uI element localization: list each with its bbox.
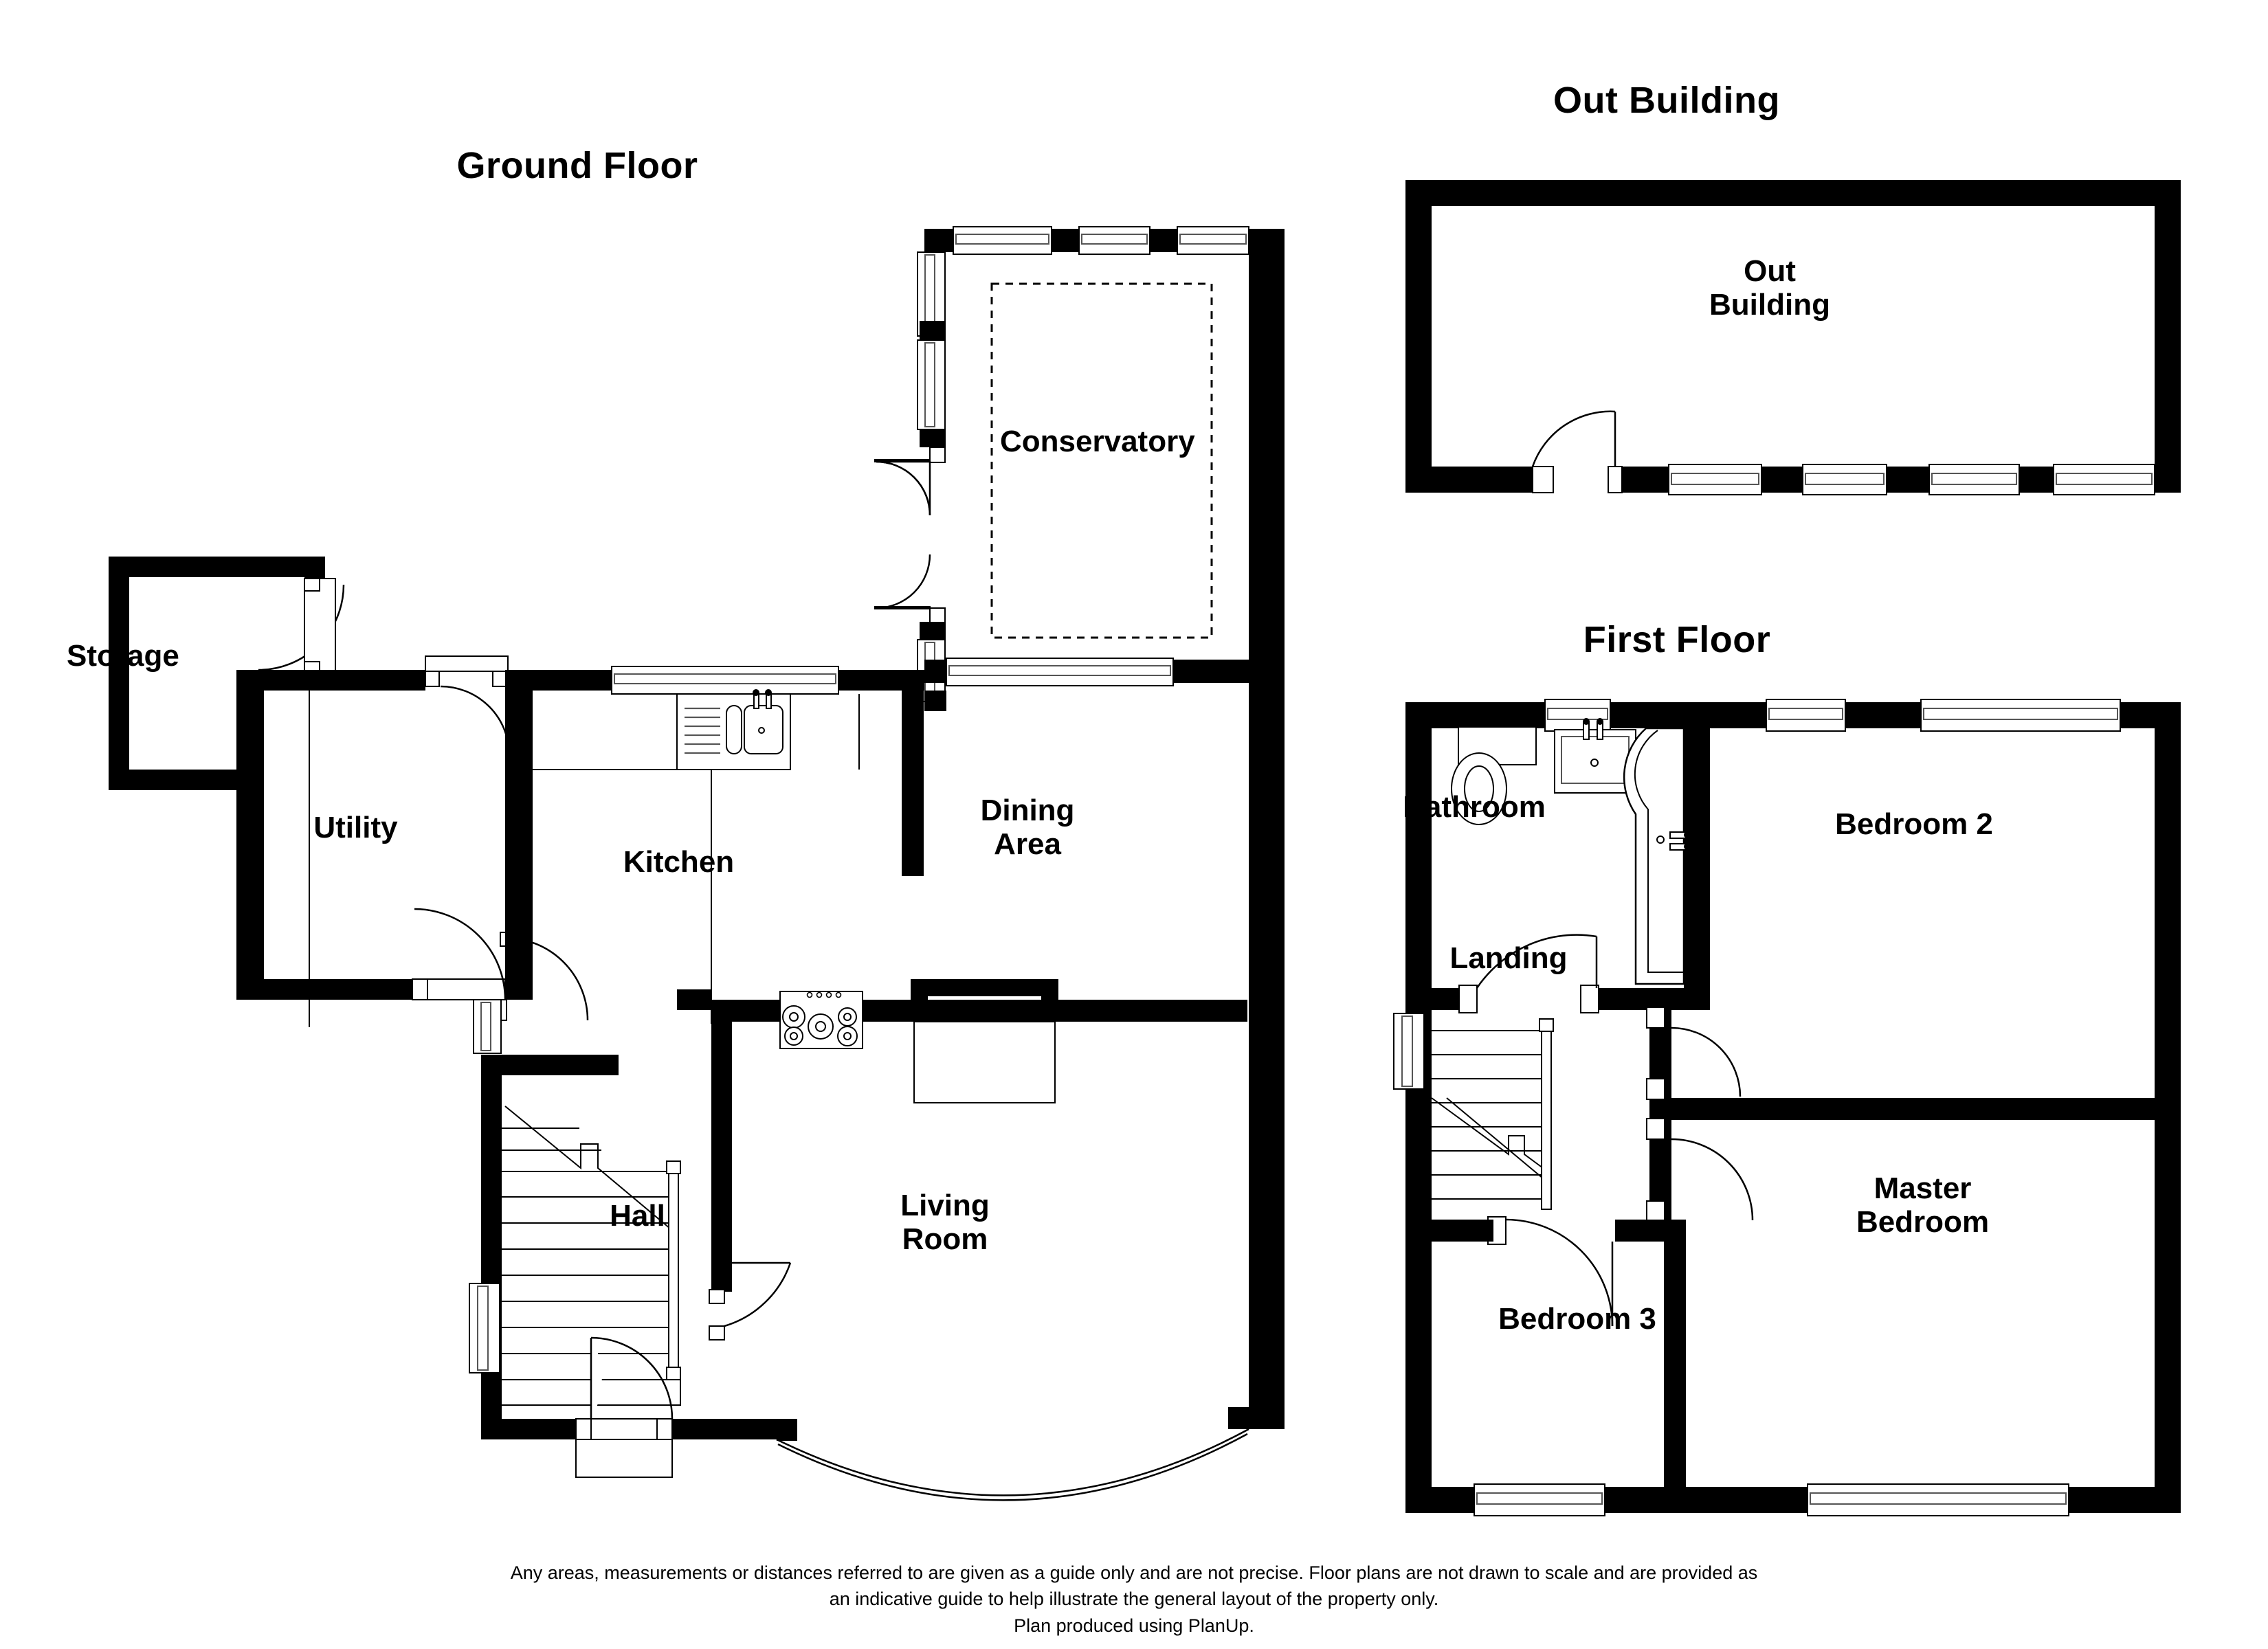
window bbox=[1766, 699, 1846, 732]
outbuilding-right-wall bbox=[2155, 180, 2181, 493]
landing-window bbox=[1393, 1013, 1425, 1090]
window bbox=[1920, 699, 2121, 732]
disclaimer-line-2: an indicative guide to help illustrate t… bbox=[829, 1589, 1439, 1610]
room-label-storage: Storage bbox=[67, 639, 179, 673]
disclaimer-line-3: Plan produced using PlanUp. bbox=[1014, 1615, 1254, 1636]
hall-side-window bbox=[469, 1283, 500, 1373]
bedroom2-master-divider bbox=[1649, 1098, 2181, 1120]
room-label-master-bedroom: Master Bedroom bbox=[1856, 1171, 1990, 1239]
conservatory-walls bbox=[924, 229, 1285, 682]
window bbox=[1177, 226, 1249, 255]
staircase-first bbox=[1431, 1018, 1554, 1210]
outbuilding-left-wall bbox=[1405, 180, 1432, 493]
disclaimer-line-1: Any areas, measurements or distances ref… bbox=[510, 1562, 1758, 1583]
room-label-bedroom-2: Bedroom 2 bbox=[1835, 807, 1993, 841]
room-label-utility: Utility bbox=[313, 811, 398, 844]
room-label-conservatory: Conservatory bbox=[1000, 425, 1195, 458]
ff-top-windows bbox=[1544, 699, 2121, 732]
dining-walls bbox=[924, 660, 1285, 1429]
living-room-bay-window bbox=[776, 1428, 1249, 1501]
bathroom-door-swing bbox=[1476, 934, 1597, 989]
window bbox=[1078, 226, 1150, 255]
conservatory-bottom-window bbox=[946, 658, 1174, 686]
wall-stub bbox=[920, 429, 946, 447]
out-building-plan bbox=[1405, 180, 2181, 495]
window bbox=[2053, 464, 2155, 495]
room-label-dining-area: Dining Area bbox=[980, 794, 1075, 862]
conservatory-french-doors bbox=[876, 460, 931, 609]
outbuilding-door bbox=[1531, 410, 1623, 493]
bedroom2-door-swing bbox=[1671, 1027, 1742, 1097]
storage-door-frame bbox=[304, 578, 336, 675]
first-floor-plan bbox=[1393, 699, 2181, 1516]
living-room-door bbox=[709, 1261, 792, 1340]
front-door bbox=[575, 1336, 674, 1478]
bedroom3-right-wall bbox=[1664, 1220, 1686, 1491]
ground-floor-plan bbox=[109, 226, 1285, 1501]
window bbox=[1802, 464, 1887, 495]
wall-stub bbox=[920, 622, 946, 640]
window bbox=[1807, 1483, 2069, 1516]
window bbox=[1474, 1483, 1605, 1516]
ff-left-wall bbox=[1405, 702, 1432, 1513]
ff-bottom-windows bbox=[1474, 1483, 2069, 1516]
room-label-kitchen: Kitchen bbox=[623, 845, 735, 879]
hall-upper-window bbox=[473, 999, 502, 1054]
room-label-living-room: Living Room bbox=[900, 1189, 990, 1257]
bedroom3-door-swing bbox=[1505, 1218, 1614, 1327]
first-floor-title: First Floor bbox=[1583, 619, 1771, 660]
window bbox=[1668, 464, 1762, 495]
conservatory-glazing-outline bbox=[990, 282, 1213, 639]
kitchen-sink-unit bbox=[676, 689, 791, 770]
toilet-fixture bbox=[1451, 726, 1537, 825]
utility-hall-door bbox=[412, 908, 507, 1021]
master-bedroom-door-swing bbox=[1671, 1138, 1754, 1221]
outbuilding-bottom-wall-left bbox=[1405, 467, 1533, 493]
window bbox=[953, 226, 1052, 255]
window bbox=[1928, 464, 2020, 495]
room-label-bedroom-3: Bedroom 3 bbox=[1498, 1302, 1656, 1336]
kitchen-hob bbox=[779, 991, 863, 1049]
room-label-hall: Hall bbox=[610, 1199, 665, 1233]
room-label-bathroom: Bathroom bbox=[1403, 790, 1546, 824]
window bbox=[1544, 699, 1611, 732]
disclaimer-note: Any areas, measurements or distances ref… bbox=[0, 1560, 2268, 1639]
room-label-landing: Landing bbox=[1449, 941, 1568, 975]
room-label-out-building-room: Out Building bbox=[1709, 254, 1830, 322]
outbuilding-top-wall bbox=[1405, 180, 2181, 206]
staircase-ground bbox=[502, 1106, 681, 1406]
chimney-breast bbox=[911, 979, 1058, 1103]
kitchen-window bbox=[611, 666, 839, 695]
ground-floor-title: Ground Floor bbox=[456, 145, 698, 186]
outbuilding-windows bbox=[1668, 464, 2155, 495]
out-building-title: Out Building bbox=[1553, 80, 1780, 121]
window bbox=[917, 339, 946, 430]
conservatory-door-leaf bbox=[874, 459, 931, 609]
conservatory-top-windows bbox=[953, 226, 1249, 255]
utility-door bbox=[425, 655, 511, 756]
wall-stub bbox=[920, 321, 946, 340]
bathroom-right-wall bbox=[1684, 728, 1710, 1010]
bath-fixture bbox=[1623, 727, 1691, 985]
